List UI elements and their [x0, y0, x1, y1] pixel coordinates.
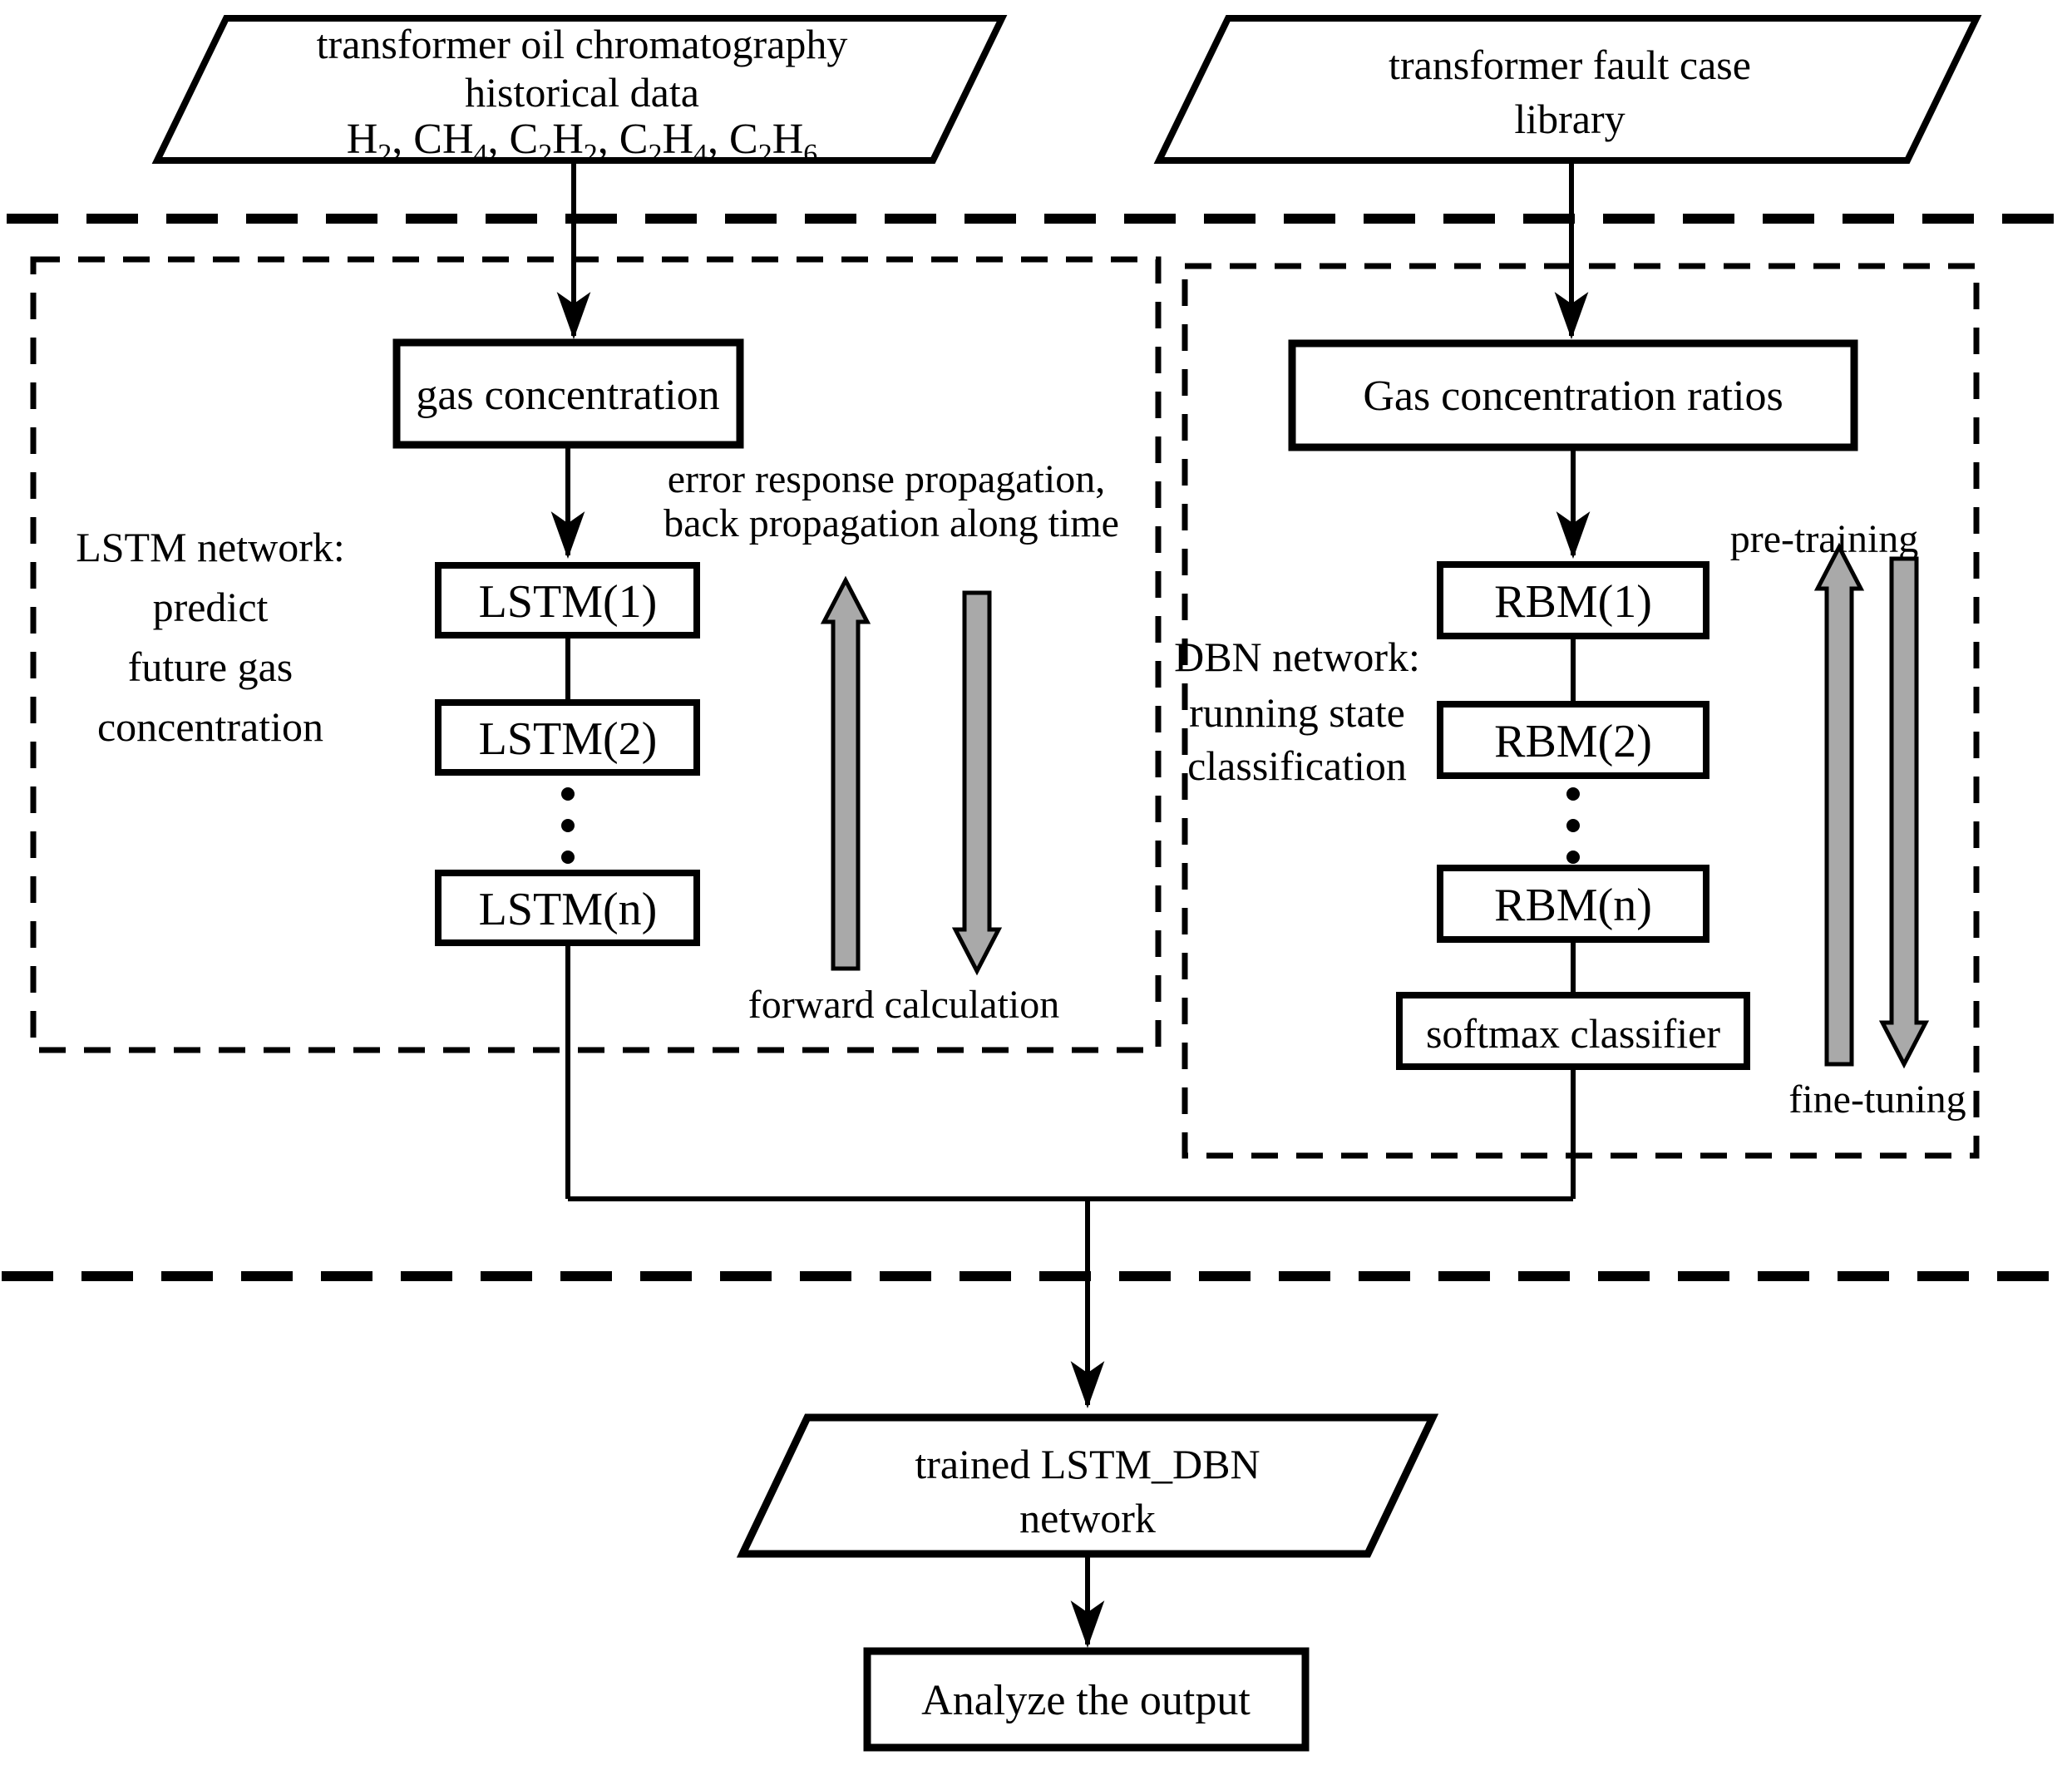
- fine-tuning-down-arrow: [1878, 556, 1930, 1069]
- fault-library-line1: transformer fault case: [1389, 42, 1751, 88]
- rbm-ellipsis-dot: [1566, 787, 1580, 801]
- lstm-side-label-line1: LSTM network:: [76, 524, 345, 570]
- lstm-network-dashed-box: [30, 256, 1162, 1053]
- lstm-2-box: [435, 699, 700, 776]
- lstm-side-label-line3: future gas: [128, 643, 294, 690]
- oil-history-parallelogram: [151, 15, 1008, 164]
- gas-concentration-label: gas concentration: [416, 372, 719, 419]
- lstm-ellipsis-dot: [561, 787, 575, 801]
- gas-ratios-label: Gas concentration ratios: [1363, 372, 1783, 420]
- trained-network-parallelogram: [736, 1413, 1439, 1558]
- forward-calculation-note: forward calculation: [748, 983, 1059, 1027]
- forward-calculation-down-arrow: [951, 590, 1003, 976]
- lstm-ellipsis-dot: [561, 851, 575, 864]
- trained-network-line1: trained LSTM_DBN: [915, 1441, 1260, 1487]
- oil-history-line2: historical data: [465, 69, 699, 116]
- lstm-1-label: LSTM(1): [479, 576, 658, 628]
- rbm-n-label: RBM(n): [1494, 880, 1652, 931]
- back-propagation-up-arrow: [820, 575, 871, 971]
- lstm-n-label: LSTM(n): [479, 884, 658, 935]
- fault-library-line2: library: [1514, 96, 1625, 142]
- rbm-2-label: RBM(2): [1494, 716, 1652, 767]
- fine-tuning-note: fine-tuning: [1788, 1077, 1966, 1122]
- error-propagation-note-line1: error response propagation,: [668, 457, 1105, 501]
- pre-training-up-arrow: [1813, 542, 1865, 1067]
- analyze-output-box: [863, 1647, 1310, 1752]
- oil-history-line1: transformer oil chromatography: [317, 21, 848, 67]
- dbn-side-label-line1: DBN network:: [1174, 634, 1420, 680]
- lstm-ellipsis-dot: [561, 819, 575, 832]
- rbm-2-box: [1437, 701, 1709, 779]
- dbn-side-label-line2: running state: [1189, 689, 1405, 736]
- rbm-ellipsis-dot: [1566, 851, 1580, 864]
- dbn-side-label-line3: classification: [1187, 742, 1407, 789]
- analyze-output-label: Analyze the output: [921, 1677, 1251, 1724]
- lstm-side-label-line4: concentration: [97, 703, 323, 750]
- error-propagation-note-line2: back propagation along time: [664, 501, 1119, 545]
- lstm-2-label: LSTM(2): [479, 713, 658, 765]
- rbm-1-label: RBM(1): [1494, 576, 1652, 628]
- trained-network-line2: network: [1019, 1495, 1156, 1541]
- dbn-network-dashed-box: [1182, 263, 1980, 1159]
- fault-library-parallelogram: [1153, 15, 1982, 164]
- oil-history-gas-formulas: H2, CH4, C2H2, C2H4, C2H6: [347, 116, 818, 170]
- pre-training-note: pre-training: [1730, 517, 1919, 561]
- softmax-classifier-label: softmax classifier: [1426, 1010, 1720, 1057]
- lstm-side-label-line2: predict: [153, 584, 269, 630]
- rbm-ellipsis-dot: [1566, 819, 1580, 832]
